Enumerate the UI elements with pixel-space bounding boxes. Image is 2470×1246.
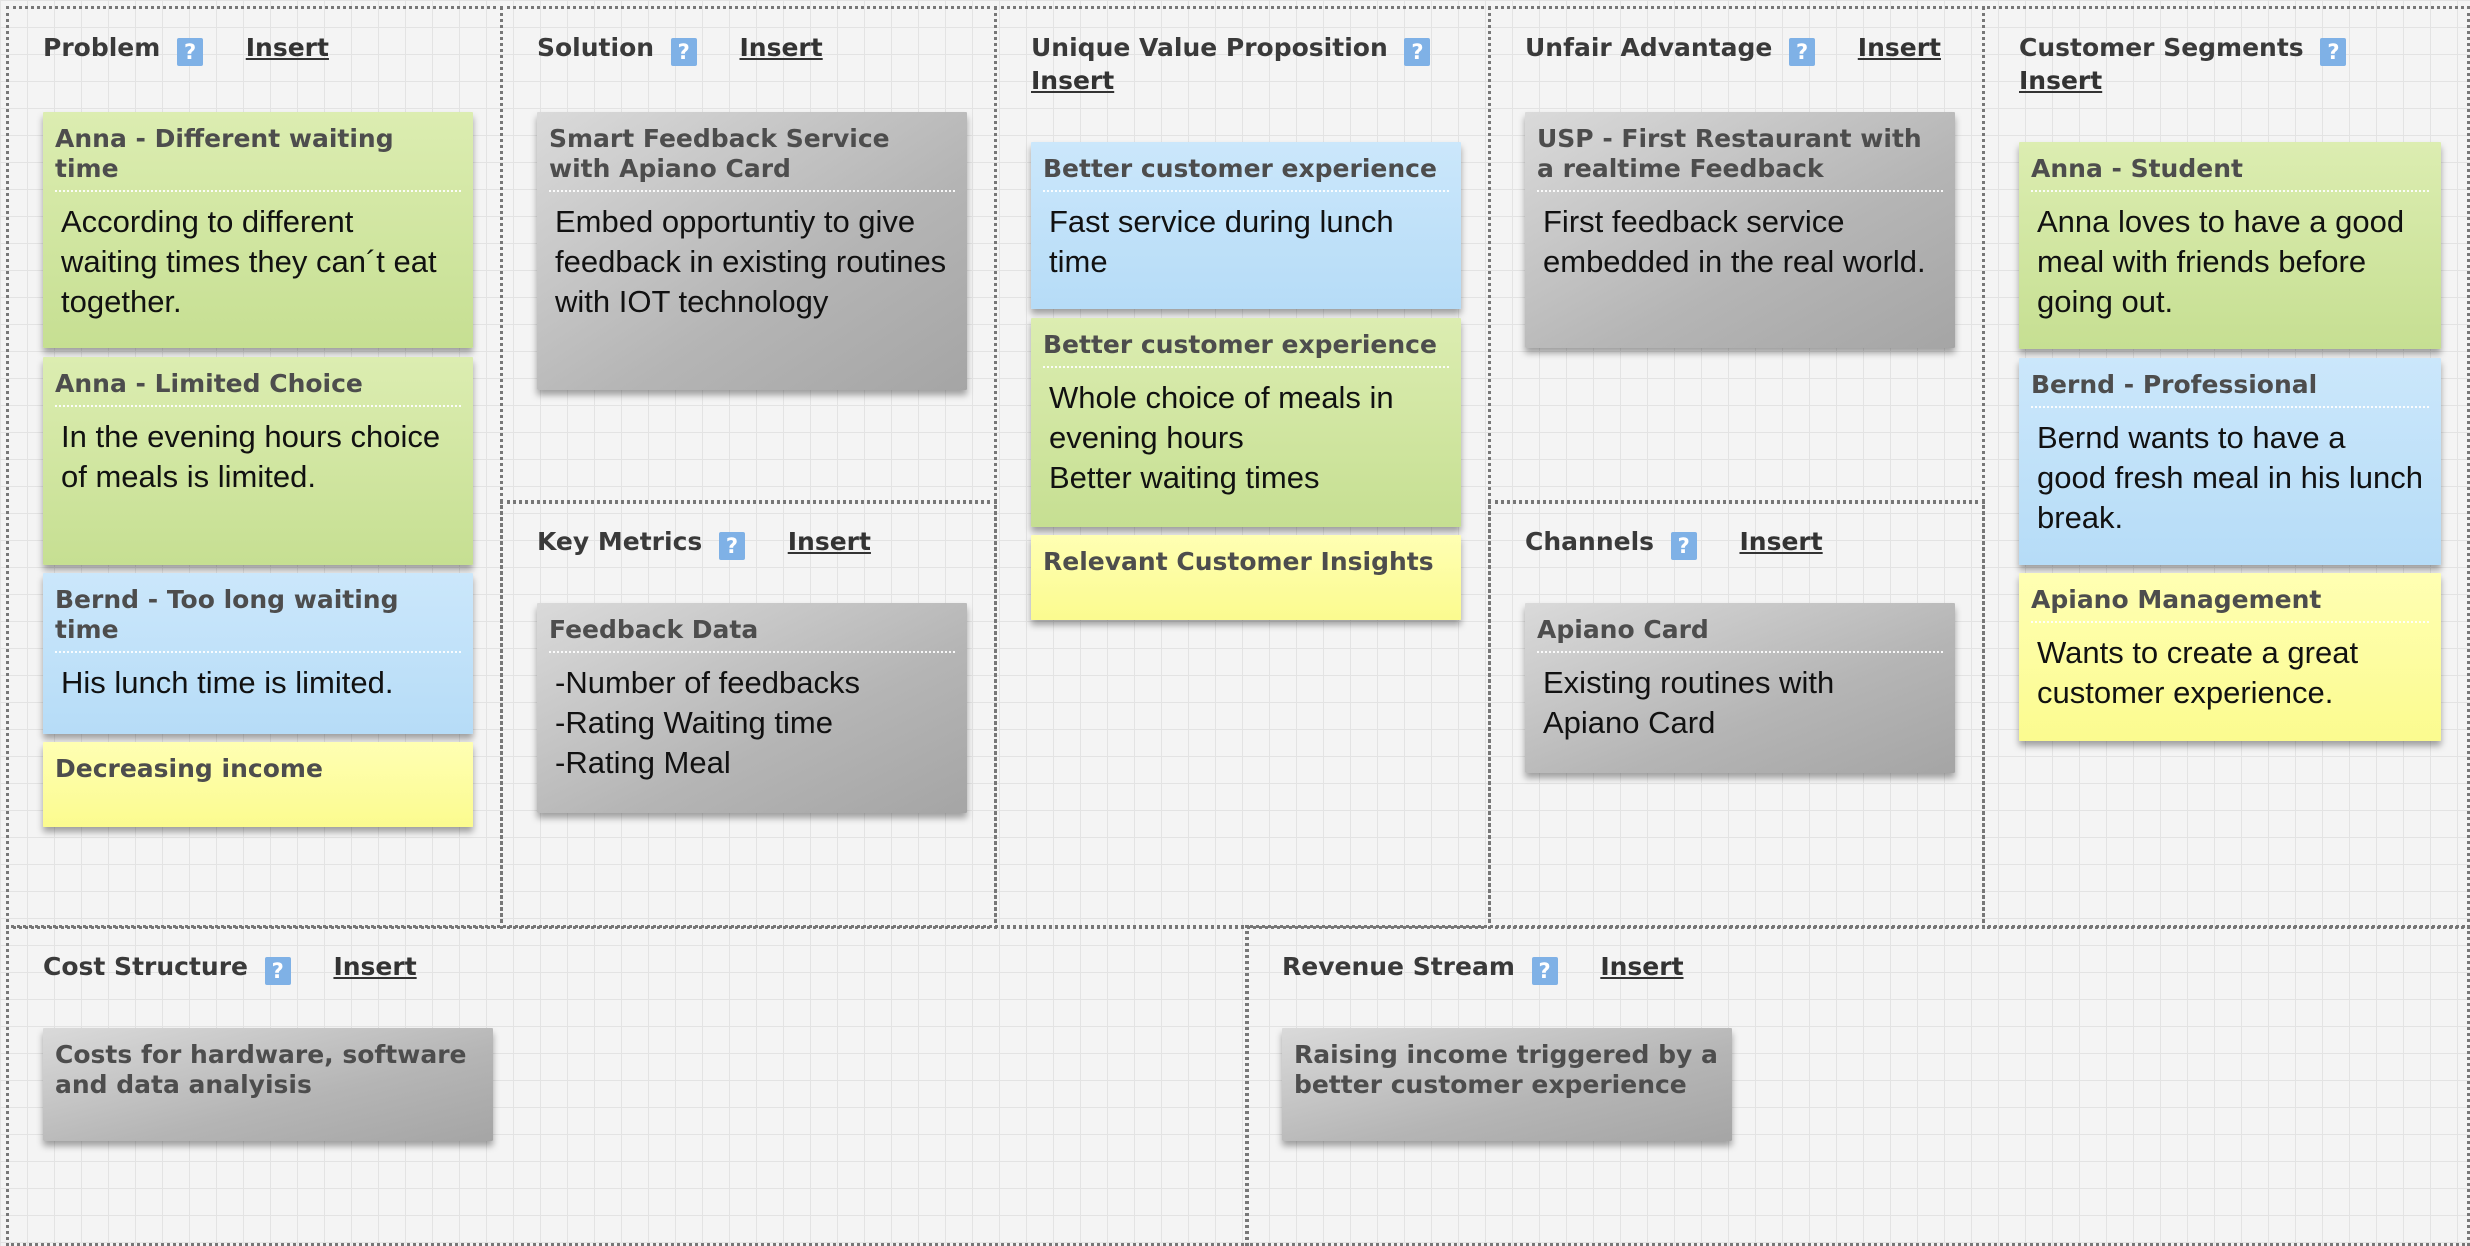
- note-text: Wants to create a great customer experie…: [2037, 635, 2359, 710]
- section-title: Unique Value Proposition: [1031, 33, 1388, 62]
- help-icon[interactable]: ?: [2320, 38, 2347, 66]
- sticky-note[interactable]: Better customer experience Whole choice …: [1031, 318, 1461, 527]
- section-title: Unfair Advantage: [1525, 33, 1773, 62]
- note-text: His lunch time is limited.: [61, 665, 394, 700]
- note-title: Better customer experience: [1043, 154, 1449, 192]
- note-text: Whole choice of meals in evening hours B…: [1049, 380, 1394, 495]
- note-text: According to different waiting times the…: [61, 204, 437, 319]
- note-text: Bernd wants to have a good fresh meal in…: [2037, 420, 2424, 535]
- section-header: Customer Segments ? Insert: [2019, 33, 2380, 96]
- section-cost-structure: Cost Structure ? Insert Costs for hardwa…: [6, 925, 1249, 1246]
- section-problem: Problem ? Insert Anna - Different waitin…: [6, 6, 503, 929]
- section-title: Cost Structure: [43, 952, 248, 981]
- section-channels: Channels ? Insert Apiano Card Existing r…: [1488, 500, 1985, 929]
- insert-link[interactable]: Insert: [1739, 527, 1823, 556]
- note-text: Embed opportuntiy to give feedback in ex…: [555, 204, 947, 319]
- sticky-note[interactable]: Anna - Limited Choice In the evening hou…: [43, 357, 473, 565]
- sticky-note[interactable]: Bernd - Professional Bernd wants to have…: [2019, 358, 2441, 565]
- insert-link[interactable]: Insert: [1857, 33, 1941, 62]
- sticky-note[interactable]: Relevant Customer Insights: [1031, 535, 1461, 620]
- note-text: In the evening hours choice of meals is …: [61, 419, 441, 494]
- note-title: Bernd - Professional: [2031, 370, 2429, 408]
- section-header: Unique Value Proposition ? Insert: [1031, 33, 1464, 96]
- note-title: Smart Feedback Service with Apiano Card: [549, 124, 955, 192]
- section-key-metrics: Key Metrics ? Insert Feedback Data -Numb…: [500, 500, 997, 929]
- section-title: Revenue Stream: [1282, 952, 1515, 981]
- sticky-note[interactable]: Costs for hardware, software and data an…: [43, 1028, 493, 1141]
- section-header: Key Metrics ? Insert: [537, 527, 871, 560]
- section-customer-segments: Customer Segments ? Insert Anna - Studen…: [1982, 6, 2470, 929]
- note-title: Bernd - Too long waiting time: [55, 585, 461, 653]
- note-title: Relevant Customer Insights: [1043, 547, 1434, 576]
- insert-link[interactable]: Insert: [333, 952, 417, 981]
- section-header: Cost Structure ? Insert: [43, 952, 417, 985]
- section-header: Unfair Advantage ? Insert: [1525, 33, 1941, 66]
- sticky-note[interactable]: Raising income triggered by a better cus…: [1282, 1028, 1732, 1141]
- note-title: Better customer experience: [1043, 330, 1449, 368]
- note-title: Anna - Student: [2031, 154, 2429, 192]
- insert-link[interactable]: Insert: [2019, 66, 2103, 95]
- sticky-note[interactable]: Decreasing income: [43, 742, 473, 827]
- insert-link[interactable]: Insert: [739, 33, 823, 62]
- section-title: Customer Segments: [2019, 33, 2304, 62]
- sticky-note[interactable]: USP - First Restaurant with a realtime F…: [1525, 112, 1955, 348]
- sticky-note[interactable]: Anna - Student Anna loves to have a good…: [2019, 142, 2441, 349]
- help-icon[interactable]: ?: [264, 957, 291, 985]
- insert-link[interactable]: Insert: [245, 33, 329, 62]
- sticky-note[interactable]: Apiano Card Existing routines with Apian…: [1525, 603, 1955, 773]
- section-title: Key Metrics: [537, 527, 703, 556]
- note-title: Apiano Card: [1537, 615, 1943, 653]
- note-text: Existing routines with Apiano Card: [1543, 665, 1835, 740]
- note-title: USP - First Restaurant with a realtime F…: [1537, 124, 1943, 192]
- section-revenue-stream: Revenue Stream ? Insert Raising income t…: [1245, 925, 2470, 1246]
- sticky-note[interactable]: Feedback Data -Number of feedbacks -Rati…: [537, 603, 967, 813]
- section-title: Problem: [43, 33, 161, 62]
- note-text: Anna loves to have a good meal with frie…: [2037, 204, 2405, 319]
- note-title: Apiano Management: [2031, 585, 2429, 623]
- insert-link[interactable]: Insert: [1031, 66, 1115, 95]
- note-title: Anna - Different waiting time: [55, 124, 461, 192]
- note-title: Anna - Limited Choice: [55, 369, 461, 407]
- sticky-note[interactable]: Bernd - Too long waiting time His lunch …: [43, 573, 473, 734]
- note-text: Fast service during lunch time: [1049, 204, 1394, 279]
- note-text: First feedback service embedded in the r…: [1543, 204, 1926, 279]
- help-icon[interactable]: ?: [1789, 38, 1816, 66]
- help-icon[interactable]: ?: [670, 38, 697, 66]
- help-icon[interactable]: ?: [1531, 957, 1558, 985]
- section-solution: Solution ? Insert Smart Feedback Service…: [500, 6, 997, 504]
- section-title: Solution: [537, 33, 655, 62]
- note-title: Feedback Data: [549, 615, 955, 653]
- insert-link[interactable]: Insert: [787, 527, 871, 556]
- sticky-note[interactable]: Smart Feedback Service with Apiano Card …: [537, 112, 967, 390]
- help-icon[interactable]: ?: [177, 38, 204, 66]
- section-unfair-advantage: Unfair Advantage ? Insert USP - First Re…: [1488, 6, 1985, 504]
- section-title: Channels: [1525, 527, 1655, 556]
- section-unique-value-proposition: Unique Value Proposition ? Insert Better…: [994, 6, 1491, 929]
- sticky-note[interactable]: Anna - Different waiting time According …: [43, 112, 473, 348]
- section-header: Solution ? Insert: [537, 33, 823, 66]
- note-title: Costs for hardware, software and data an…: [55, 1040, 467, 1099]
- note-title: Decreasing income: [55, 754, 323, 783]
- sticky-note[interactable]: Apiano Management Wants to create a grea…: [2019, 573, 2441, 741]
- section-header: Revenue Stream ? Insert: [1282, 952, 1684, 985]
- section-header: Problem ? Insert: [43, 33, 329, 66]
- help-icon[interactable]: ?: [719, 532, 745, 560]
- note-text: -Number of feedbacks -Rating Waiting tim…: [555, 665, 860, 780]
- sticky-note[interactable]: Better customer experience Fast service …: [1031, 142, 1461, 309]
- section-header: Channels ? Insert: [1525, 527, 1823, 560]
- note-title: Raising income triggered by a better cus…: [1294, 1040, 1718, 1099]
- help-icon[interactable]: ?: [1404, 38, 1431, 66]
- insert-link[interactable]: Insert: [1600, 952, 1684, 981]
- help-icon[interactable]: ?: [1670, 532, 1697, 560]
